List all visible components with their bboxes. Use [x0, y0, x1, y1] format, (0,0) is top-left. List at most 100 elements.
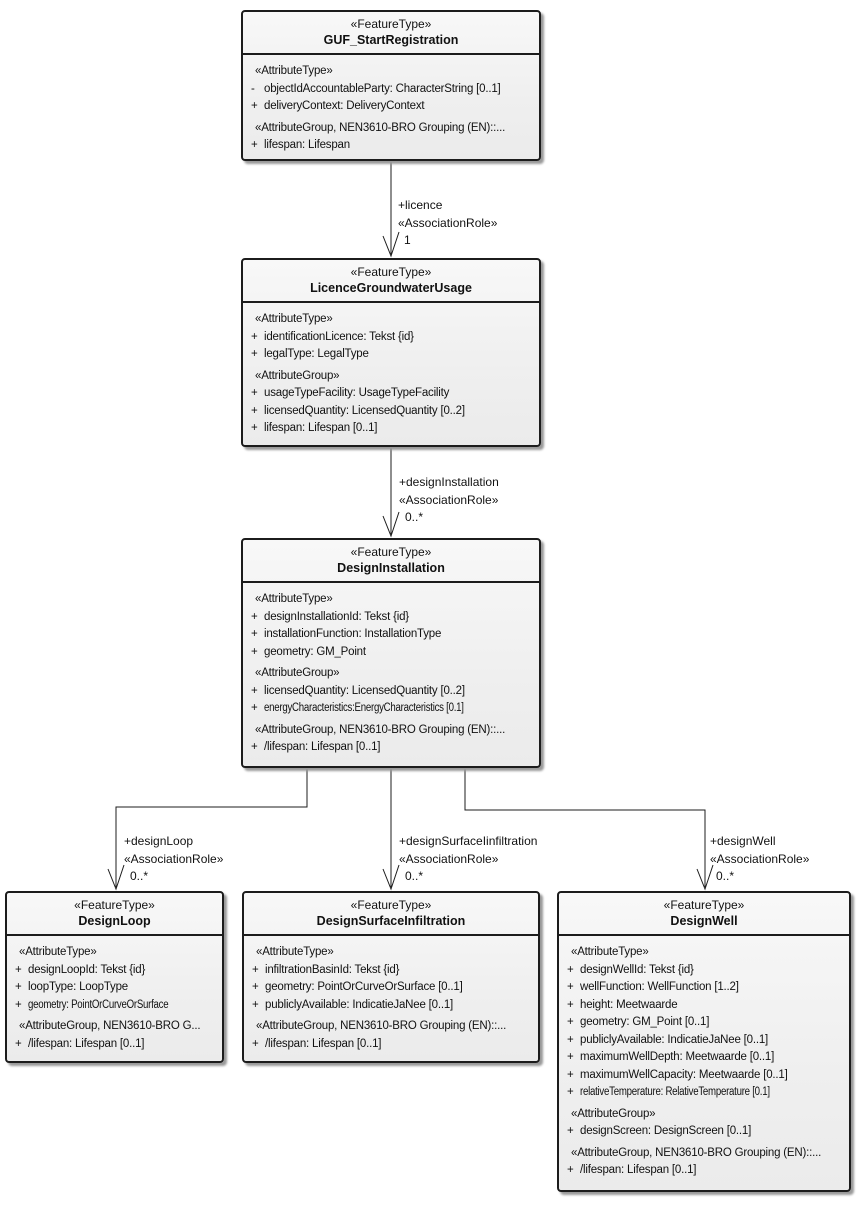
- association-stereotype: «AssociationRole»: [399, 851, 499, 866]
- attribute-row: + deliveryContext: DeliveryContext: [243, 98, 535, 116]
- group-stereotype-row: «AttributeGroup»: [255, 667, 340, 679]
- class-header: «FeatureType» DesignSurfaceInfiltration: [244, 893, 538, 936]
- attribute-row: +designScreen: DesignScreen [0..1]: [559, 1123, 845, 1141]
- group-stereotype-row: «AttributeGroup, NEN3610-BRO Grouping (E…: [255, 723, 506, 736]
- attribute-text: loopType: LoopType: [28, 981, 128, 993]
- attribute-text: designWellId: Tekst {id}: [580, 963, 694, 976]
- class-stereotype: «FeatureType»: [350, 17, 432, 31]
- attribute-text: designScreen: DesignScreen [0..1]: [580, 1125, 752, 1137]
- attribute-visibility: +: [252, 963, 259, 976]
- class-attributes: «AttributeType» -objectIdAccountablePart…: [243, 55, 539, 159]
- attribute-visibility: +: [567, 998, 574, 1011]
- class-stereotype: «FeatureType»: [350, 265, 432, 279]
- group-stereotype-row: «AttributeGroup, NEN3610-BRO Grouping (E…: [256, 1020, 507, 1032]
- attribute-visibility: +: [251, 139, 258, 151]
- connector-label-design-well: +designWell «AssociationRole» 0..*: [710, 833, 809, 886]
- class-attributes: «AttributeType» +designLoopId: Tekst {id…: [7, 936, 222, 1057]
- attribute-text: deliveryContext: DeliveryContext: [264, 100, 425, 112]
- class-header: «FeatureType» DesignLoop: [7, 893, 222, 936]
- group-stereotype-row: «AttributeType»: [255, 313, 333, 325]
- attribute-row: +licensedQuantity: LicensedQuantity [0..…: [243, 403, 535, 421]
- class-attributes: «AttributeType» +designInstallationId: T…: [243, 583, 539, 761]
- attribute-visibility: +: [567, 963, 574, 976]
- attribute-visibility: +: [567, 1051, 574, 1063]
- association-role-name: +designWell: [710, 834, 776, 848]
- attribute-text: relativeTemperature: RelativeTemperature…: [580, 1086, 770, 1098]
- attribute-row: +/lifespan: Lifespan [0..1]: [559, 1162, 845, 1180]
- attribute-visibility: +: [567, 981, 574, 993]
- attribute-visibility: +: [567, 1033, 574, 1046]
- attribute-row: -objectIdAccountableParty: CharacterStri…: [243, 81, 535, 99]
- group-stereotype-row: «AttributeGroup»: [571, 1107, 656, 1120]
- attribute-row: +licensedQuantity: LicensedQuantity [0..…: [243, 683, 535, 701]
- attribute-visibility: +: [251, 330, 258, 343]
- attribute-visibility: +: [251, 404, 258, 417]
- association-multiplicity: 0..*: [405, 869, 424, 883]
- attribute-text: wellFunction: WellFunction [1..2]: [580, 981, 739, 993]
- class-name: DesignWell: [670, 914, 738, 928]
- association-stereotype: «AssociationRole»: [124, 851, 224, 866]
- attribute-visibility: +: [251, 422, 258, 434]
- group-stereotype-row: «AttributeGroup, NEN3610-BRO G...: [19, 1020, 201, 1032]
- attribute-text: legalType: LegalType: [264, 348, 369, 360]
- attribute-row: +relativeTemperature: RelativeTemperatur…: [559, 1084, 845, 1102]
- attribute-text: geometry: PointOrCurveOrSurface [0..1]: [265, 981, 463, 993]
- attribute-visibility: +: [252, 998, 259, 1011]
- group-stereotype-row: «AttributeType»: [571, 946, 649, 958]
- association-role-name: +designInstallation: [399, 475, 499, 489]
- association-stereotype: «AssociationRole»: [710, 851, 810, 866]
- class-header: «FeatureType» DesignWell: [559, 893, 849, 936]
- attribute-text: geometry: GM_Point [0..1]: [580, 1016, 710, 1028]
- attribute-row: +geometry: PointOrCurveOrSurface [0..1]: [244, 979, 534, 997]
- attribute-row: + installationFunction: InstallationType: [243, 626, 535, 644]
- open-arrowhead-icon: [382, 231, 400, 258]
- attribute-text: infiltrationBasinId: Tekst {id}: [265, 963, 400, 976]
- attribute-visibility: +: [251, 645, 258, 658]
- attribute-text: identificationLicence: Tekst {id}: [264, 330, 414, 343]
- class-name: DesignInstallation: [337, 561, 445, 575]
- association-multiplicity: 0..*: [130, 869, 149, 883]
- attribute-text: installationFunction: InstallationType: [264, 628, 442, 640]
- group-stereotype-row: «AttributeType»: [19, 946, 97, 958]
- class-name: GUF_StartRegistration: [323, 33, 459, 47]
- group-stereotype-row: «AttributeGroup»: [255, 369, 340, 382]
- connector-label-licence: +licence «AssociationRole» 1: [398, 197, 497, 250]
- attribute-text: geometry: PointOrCurveOrSurface: [28, 998, 169, 1011]
- attribute-row: +usageTypeFacility: UsageTypeFacility: [243, 385, 535, 403]
- attribute-visibility: +: [15, 963, 22, 976]
- attribute-row: + lifespan: Lifespan [0..1]: [243, 420, 535, 438]
- attribute-visibility: +: [567, 1016, 574, 1028]
- attribute-visibility: +: [15, 981, 22, 993]
- attribute-visibility: +: [567, 1068, 574, 1081]
- class-attributes: «AttributeType» + identificationLicence: …: [243, 303, 539, 442]
- class-name: DesignSurfaceInfiltration: [316, 914, 466, 928]
- attribute-row: + infiltrationBasinId: Tekst {id}: [244, 962, 534, 980]
- group-stereotype-row: «AttributeType»: [255, 593, 333, 605]
- class-box-design-installation: «FeatureType» DesignInstallation «Attrib…: [241, 538, 541, 768]
- attribute-row: + geometry: GM_Point [0..1]: [559, 1014, 845, 1032]
- attribute-visibility: +: [15, 1037, 22, 1050]
- attribute-text: publiclyAvailable: IndicatieJaNee [0..1]: [265, 998, 454, 1011]
- attribute-visibility: +: [251, 348, 258, 360]
- attribute-text: /lifespan: Lifespan [0..1]: [264, 741, 381, 753]
- association-role-name: +designSurfaceIinfiltration: [399, 834, 538, 848]
- attribute-row: +/lifespan: Lifespan [0..1]: [7, 1036, 218, 1054]
- class-name: LicenceGroundwaterUsage: [310, 281, 472, 295]
- group-stereotype-row: «AttributeType»: [256, 946, 334, 958]
- attribute-row: +/lifespan: Lifespan [0..1]: [244, 1036, 534, 1054]
- association-role-name: +licence: [398, 198, 443, 212]
- attribute-text: /lifespan: Lifespan [0..1]: [265, 1037, 382, 1050]
- attribute-visibility: +: [251, 100, 258, 112]
- attribute-row: + designWellId: Tekst {id}: [559, 962, 845, 980]
- attribute-text: energyCharacteristics:EnergyCharacterist…: [264, 702, 464, 714]
- class-stereotype: «FeatureType»: [350, 898, 432, 912]
- attribute-text: objectIdAccountableParty: CharacterStrin…: [264, 82, 501, 95]
- attribute-row: +geometry: PointOrCurveOrSurface: [7, 997, 218, 1015]
- open-arrowhead-icon: [382, 864, 400, 891]
- attribute-visibility: +: [251, 628, 258, 640]
- attribute-text: lifespan: Lifespan [0..1]: [264, 422, 378, 434]
- attribute-text: maximumWellDepth: Meetwaarde [0..1]: [580, 1051, 775, 1063]
- group-stereotype-row: «AttributeType»: [255, 65, 333, 77]
- class-header: «FeatureType» LicenceGroundwaterUsage: [243, 260, 539, 303]
